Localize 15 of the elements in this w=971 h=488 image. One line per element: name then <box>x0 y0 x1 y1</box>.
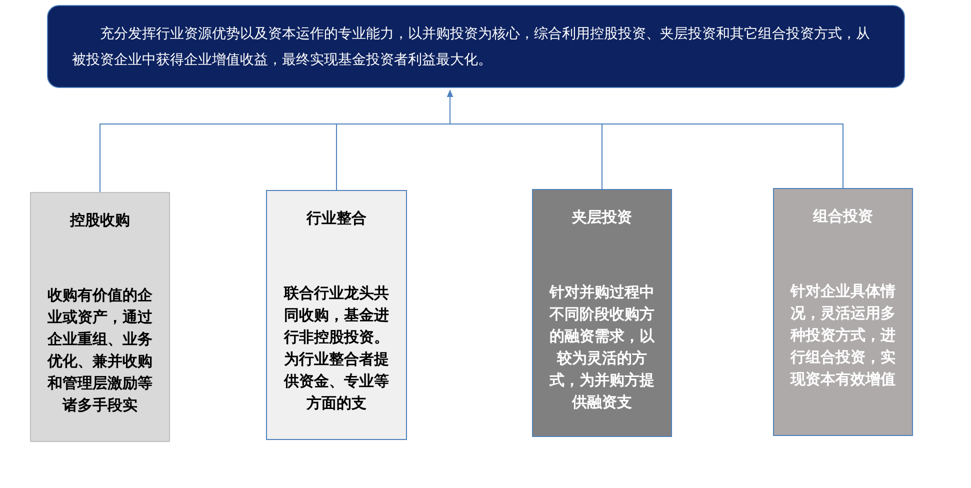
box-description: 收购有价值的企业或资产，通过企业重组、业务优化、兼并收购和管理层激励等诸多手段实 <box>46 284 154 416</box>
connector-arrow <box>447 90 844 188</box>
box-description: 针对企业具体情况，灵活运用多种投资方式，进行组合投资，实现资本有效增值 <box>789 280 896 390</box>
box-description: 联合行业龙头共同收购，基金进行非控股投资。为行业整合者提供资金、专业等方面的支 <box>282 282 390 414</box>
box-heading: 夹层投资 <box>572 207 632 228</box>
strategy-box <box>532 189 672 437</box>
strategy-box <box>266 190 407 440</box>
box-description: 针对并购过程中不同阶段收购方的融资需求，以较为灵活的方式，为并购方提供融资支 <box>548 282 656 412</box>
box-heading: 控股收购 <box>70 210 130 231</box>
box-heading: 组合投资 <box>813 206 873 227</box>
summary-text: 充分发挥行业资源优势以及资本运作的专业能力，以并购投资为核心，综合利用控股投资、夹层投资和其它组合投资方式，从被投资企业中获得企业增值收益，最终实现基金投资者利益最大化。 <box>72 24 871 70</box>
summary-banner <box>47 5 905 88</box>
strategy-box <box>30 192 170 442</box>
strategy-box <box>773 188 913 436</box>
box-heading: 行业整合 <box>306 208 366 229</box>
